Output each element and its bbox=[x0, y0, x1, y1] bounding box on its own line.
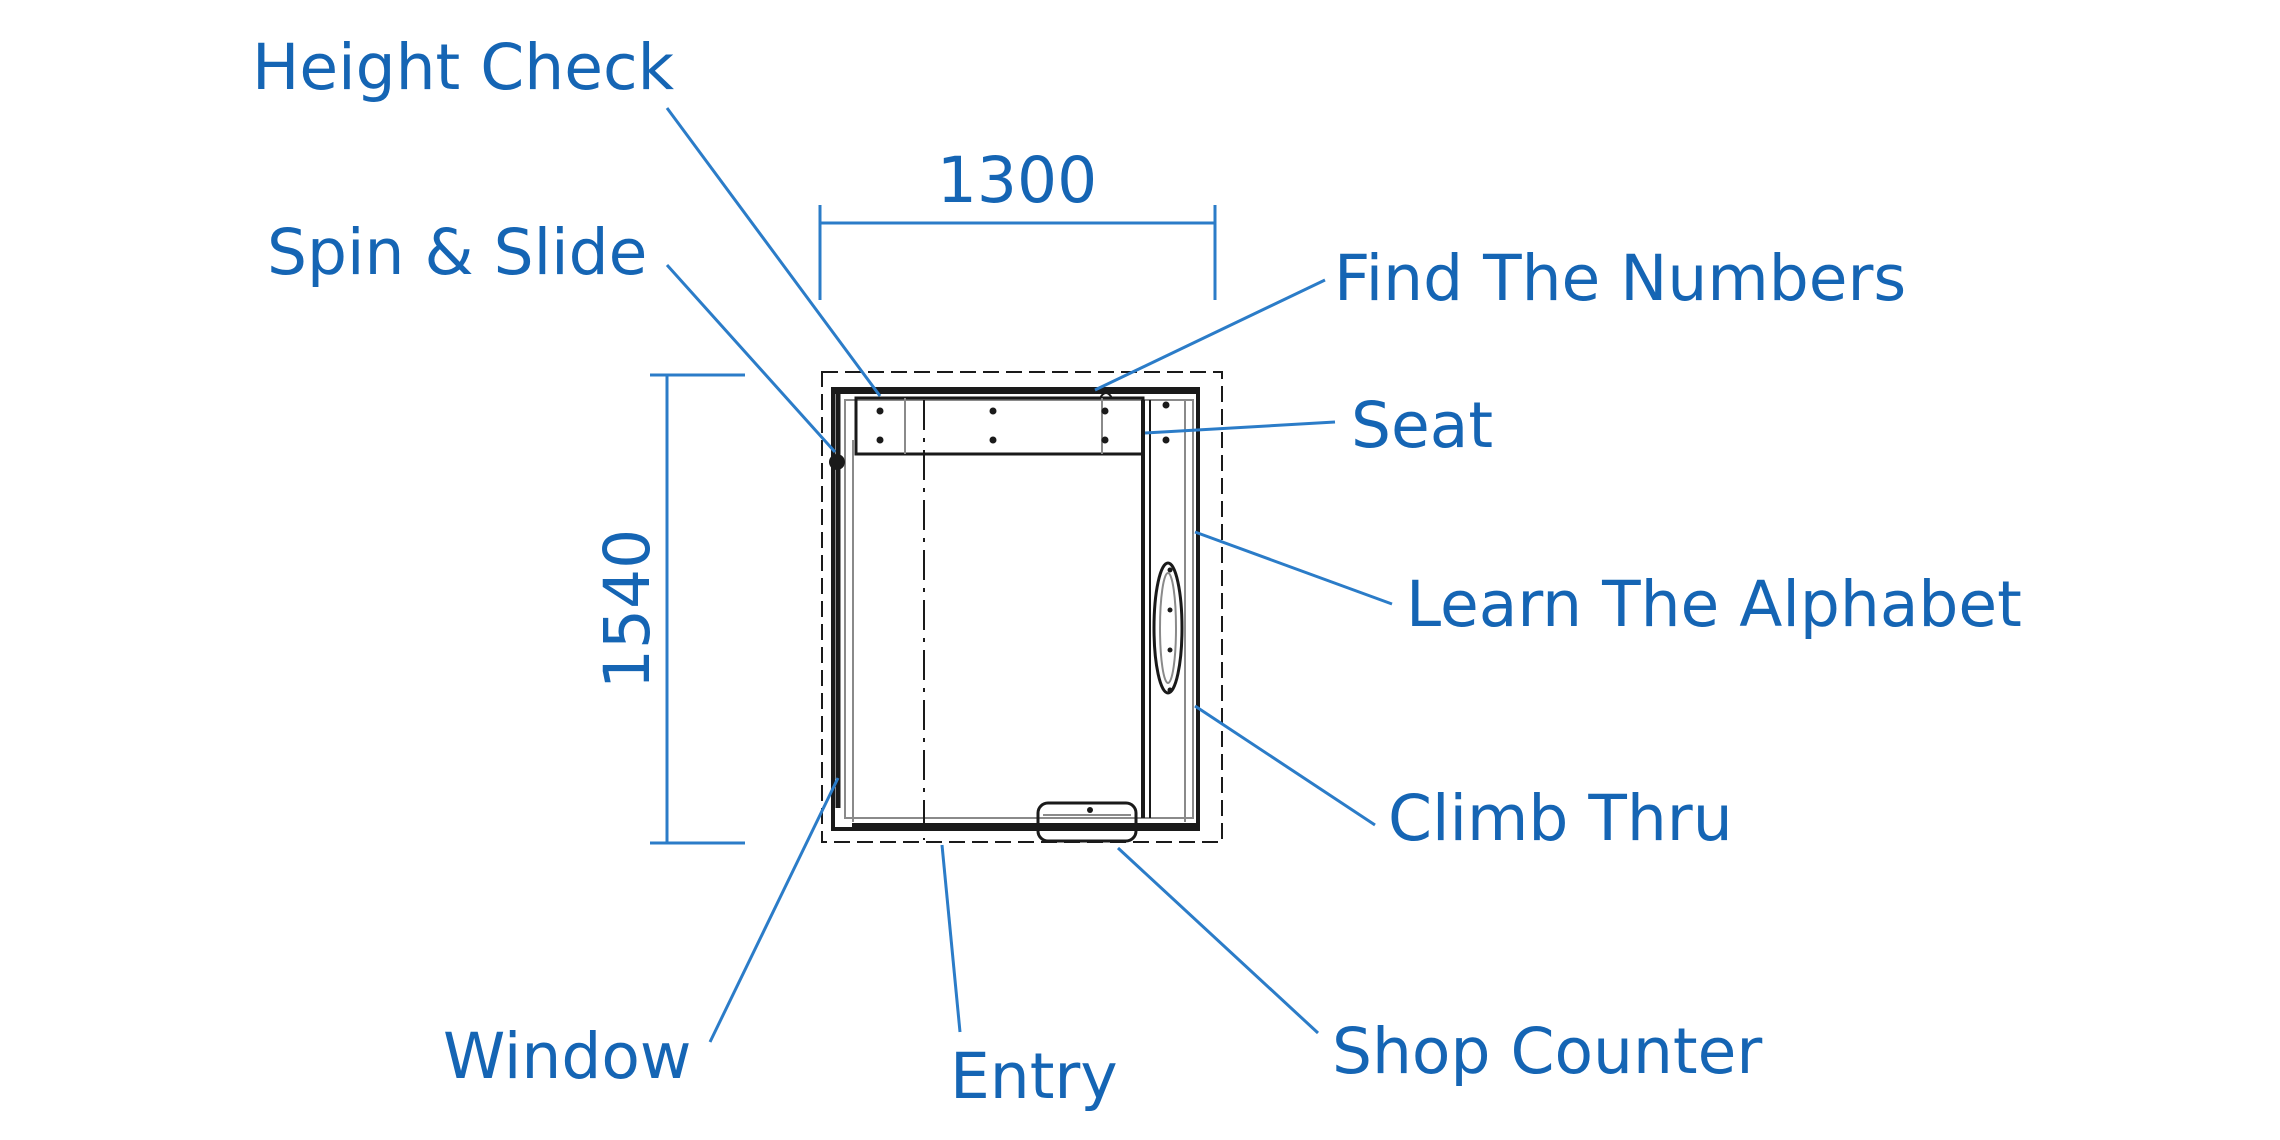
leader-spin-slide bbox=[665, 263, 837, 454]
roof-outline bbox=[821, 371, 1223, 843]
label-learn-alphabet: Learn The Alphabet bbox=[1406, 568, 2022, 641]
leader-window bbox=[708, 777, 840, 1043]
label-height-check: Height Check bbox=[252, 31, 675, 104]
spin-slide-knob bbox=[829, 454, 845, 470]
seat-board bbox=[854, 396, 1145, 456]
label-seat: Seat bbox=[1351, 389, 1493, 462]
leader-seat bbox=[1144, 420, 1336, 435]
climb-thru-opening bbox=[1152, 561, 1184, 695]
label-find-numbers: Find The Numbers bbox=[1334, 242, 1906, 315]
inner-frame bbox=[844, 399, 1194, 819]
label-shop-counter: Shop Counter bbox=[1332, 1015, 1762, 1088]
shop-counter bbox=[1036, 801, 1138, 843]
leader-height-check bbox=[665, 107, 882, 397]
leader-learn-alphabet bbox=[1194, 530, 1393, 606]
playhouse-plan bbox=[821, 371, 1223, 843]
leader-shop-counter bbox=[1116, 846, 1320, 1035]
label-spin-slide: Spin & Slide bbox=[267, 216, 647, 289]
leader-find-numbers bbox=[1094, 278, 1326, 392]
depth-dimension: 1540 bbox=[591, 373, 745, 845]
label-entry: Entry bbox=[950, 1040, 1118, 1113]
leader-lines bbox=[665, 107, 1393, 1043]
width-dimension: 1300 bbox=[818, 144, 1217, 300]
leader-entry bbox=[940, 844, 962, 1033]
seat-bolts bbox=[876, 401, 1170, 444]
leader-climb-thru bbox=[1194, 704, 1376, 827]
label-climb-thru: Climb Thru bbox=[1388, 782, 1733, 855]
label-window: Window bbox=[443, 1020, 691, 1093]
depth-dimension-label: 1540 bbox=[591, 529, 664, 689]
callout-labels: Height Check Spin & Slide Find The Numbe… bbox=[252, 31, 2022, 1113]
width-dimension-label: 1300 bbox=[937, 144, 1097, 217]
